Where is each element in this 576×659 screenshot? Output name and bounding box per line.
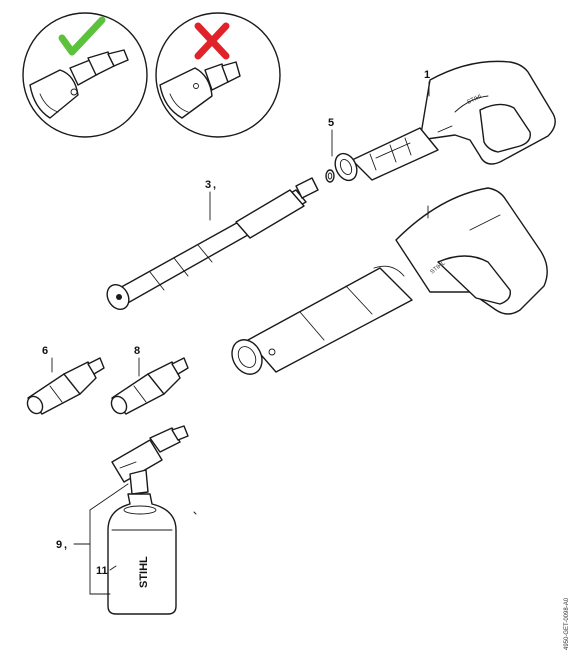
nozzle-8 xyxy=(110,357,189,415)
cross-mark-icon xyxy=(194,22,230,60)
foam-nozzle xyxy=(111,425,189,495)
callout-label-8: 8 xyxy=(134,345,140,357)
o-ring xyxy=(325,169,335,183)
bottle-brand: STIHL xyxy=(138,556,150,588)
callout-label-1: 1 xyxy=(424,69,430,81)
svg-text:,: , xyxy=(213,179,216,191)
spray-lance xyxy=(106,177,319,311)
check-mark-icon xyxy=(58,16,106,56)
callout-5: 5 xyxy=(328,117,334,157)
callout-9: 9 , xyxy=(56,483,129,595)
detergent-bottle: STIHL xyxy=(107,493,177,615)
callout-6: 6 xyxy=(42,345,53,373)
callout-label-3: 3 xyxy=(205,179,211,191)
svg-text:,: , xyxy=(64,539,67,551)
correct-connection-detail xyxy=(22,12,148,138)
callout-3: 3 , xyxy=(205,179,216,221)
callout-label-9: 9 xyxy=(56,539,62,551)
spray-gun-small: STIHL xyxy=(334,60,556,182)
nozzle-6 xyxy=(26,357,105,415)
callout-label-11: 11 xyxy=(96,565,108,577)
callout-8: 8 xyxy=(134,345,140,377)
callout-label-5: 5 xyxy=(328,117,334,129)
spray-gun-large: STIHL xyxy=(231,187,548,375)
incorrect-connection-detail xyxy=(155,12,281,138)
document-code: 4950-GET-0098-A0 xyxy=(564,597,570,650)
callout-1: 1 xyxy=(424,69,430,97)
callout-label-6: 6 xyxy=(42,345,48,357)
callout-11: 11 xyxy=(96,565,117,577)
